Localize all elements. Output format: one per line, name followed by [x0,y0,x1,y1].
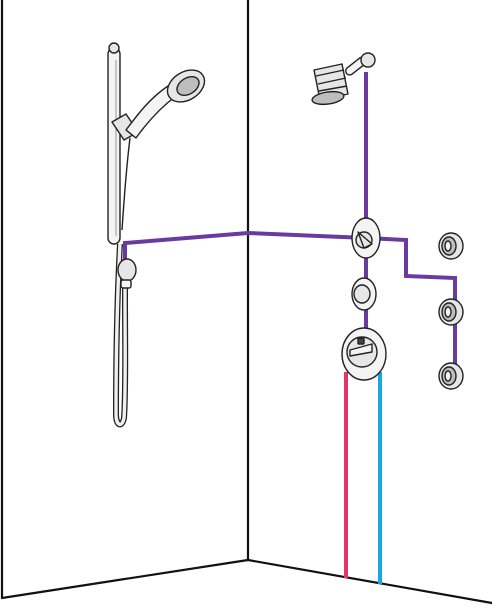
fixed-shower-head-icon [311,52,376,106]
body-jet-icon [438,362,464,390]
supply-pipe-to-hand-shower [123,230,367,270]
stop-valve-icon [351,277,377,311]
floor-edge-left [0,558,250,600]
supply-pipe-network [123,72,457,376]
shower-hose-inner [114,243,127,426]
slide-rail-icon [107,42,121,245]
body-jet-icon [438,298,464,326]
wall-outlet-icon [117,258,137,289]
thermostatic-mixer-icon [341,327,387,381]
floor-edge-right [246,558,492,605]
hot-cold-supply [344,372,382,584]
diverter-valve-icon [351,217,381,259]
hand-shower-icon [111,69,206,231]
body-jet-icon [438,232,464,260]
